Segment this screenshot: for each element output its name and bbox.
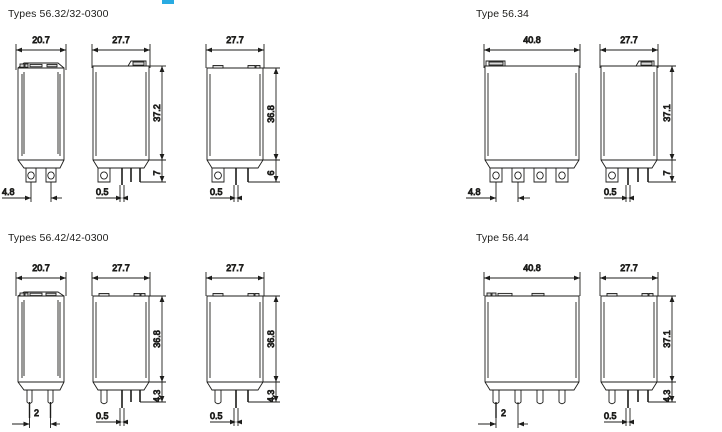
drawing-group-5634: 40.8 <box>466 30 722 210</box>
view-5634-side: 40.8 <box>466 35 581 202</box>
view-5634-front: 27.7 37.1 <box>599 35 676 202</box>
drawing-group-5642: 20.7 <box>0 256 360 432</box>
drawing-group-5644: 40.8 <box>470 256 722 432</box>
section-heading-5642: Types 56.42/42-0300 <box>8 232 109 244</box>
section-heading-5632: Types 56.32/32-0300 <box>8 8 109 20</box>
dim-pin-2-a: 2 <box>34 408 39 418</box>
dim-extra-7: 7 <box>152 170 162 175</box>
dim-height-37-1-a: 37.1 <box>662 104 672 122</box>
dim-width-27-7-f: 27.7 <box>620 263 638 273</box>
dim-pin-2-b: 2 <box>501 408 506 418</box>
dim-extra-4-3-a: 4.3 <box>152 390 162 403</box>
dim-pin-0-5-d: 0.5 <box>96 411 109 421</box>
dim-pin-0-5-f: 0.5 <box>604 411 617 421</box>
dim-width-20-7-b: 20.7 <box>32 263 50 273</box>
dim-extra-7-b: 7 <box>662 170 672 175</box>
view-5632-side: 20.7 4.8 <box>2 35 67 202</box>
dim-extra-4-3-c: 4.3 <box>662 390 672 403</box>
dim-extra-4-3-b: 4.3 <box>266 390 276 403</box>
drawing-group-5632: 20.7 4.8 27.7 <box>0 30 360 210</box>
dim-width-27-7-c: 27.7 <box>620 35 638 45</box>
view-5632-0300: 27.7 <box>205 35 280 202</box>
section-heading-5634: Type 56.34 <box>476 8 529 20</box>
accent-marker-icon <box>162 0 174 4</box>
view-5642-front: 27.7 36.8 <box>91 263 166 426</box>
dim-extra-6: 6 <box>266 170 276 175</box>
dim-width-40-8-a: 40.8 <box>523 35 541 45</box>
view-5644-side: 40.8 <box>478 263 581 428</box>
dim-pin-4-8-b: 4.8 <box>468 187 481 197</box>
dim-pin-4-8: 4.8 <box>2 187 15 197</box>
view-5632-front: 27.7 <box>91 35 166 202</box>
dim-width-27-7-a: 27.7 <box>112 35 130 45</box>
view-5644-front: 27.7 37.1 <box>599 263 676 426</box>
dim-width-27-7-b: 27.7 <box>226 35 244 45</box>
view-5642-side: 20.7 <box>12 263 67 428</box>
section-heading-5644: Type 56.44 <box>476 232 529 244</box>
dim-width-40-8-b: 40.8 <box>523 263 541 273</box>
dim-width-27-7-d: 27.7 <box>112 263 130 273</box>
dim-width-27-7-e: 27.7 <box>226 263 244 273</box>
view-5642-0300: 27.7 36.8 <box>205 263 280 426</box>
dim-height-37-2: 37.2 <box>152 104 162 122</box>
dim-height-37-1-b: 37.1 <box>662 330 672 348</box>
dim-pin-0-5-b: 0.5 <box>210 187 223 197</box>
dim-height-36-8-c: 36.8 <box>266 330 276 348</box>
dim-height-36-8-a: 36.8 <box>266 105 276 123</box>
dim-pin-0-5-e: 0.5 <box>210 411 223 421</box>
dim-pin-0-5-c: 0.5 <box>604 187 617 197</box>
dim-pin-0-5-a: 0.5 <box>96 187 109 197</box>
dim-width-20-7: 20.7 <box>32 35 50 45</box>
dim-height-36-8-b: 36.8 <box>152 330 162 348</box>
